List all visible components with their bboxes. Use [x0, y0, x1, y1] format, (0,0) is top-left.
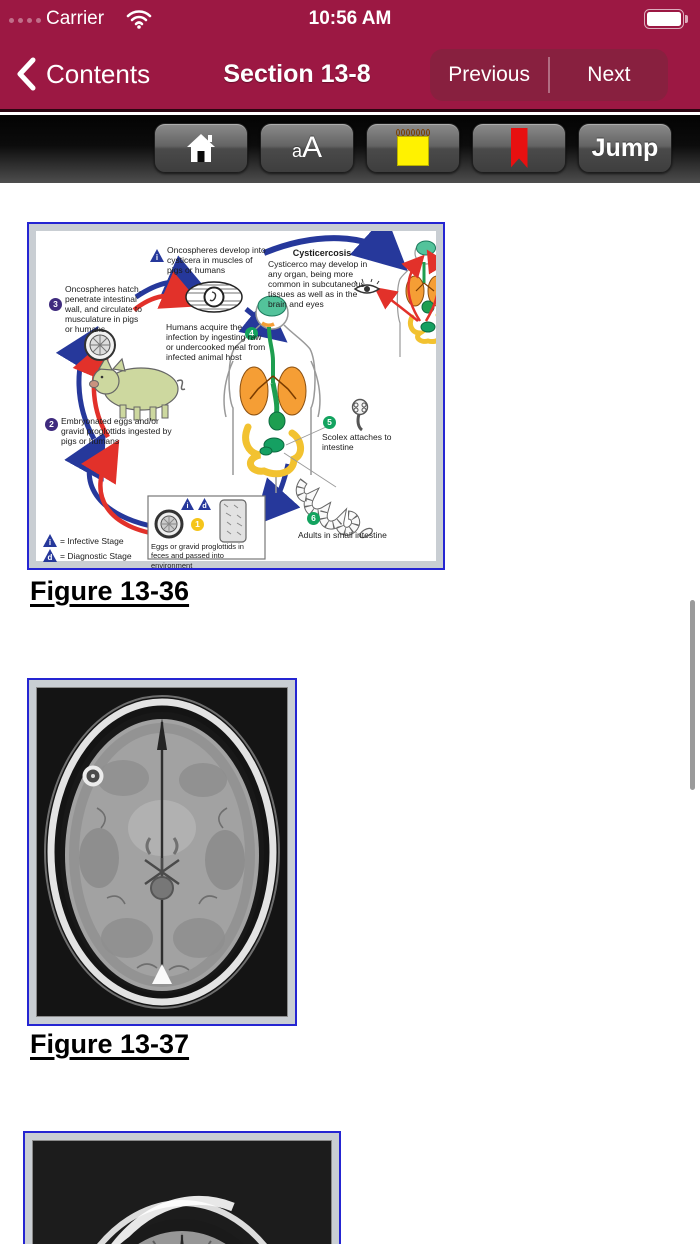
jump-button-label: Jump [591, 133, 659, 162]
back-button[interactable]: Contents [16, 57, 150, 91]
figure-13-36-caption[interactable]: Figure 13-36 [30, 576, 190, 606]
carrier-label: Carrier [46, 8, 105, 29]
navigation-bar: Contents Section 13-8 Previous Next [0, 40, 700, 112]
brain-mri-partial-image [32, 1140, 332, 1244]
step-4-marker: 4 [245, 327, 258, 340]
infective-note-text: Oncospheres develop into cysticera in mu… [167, 245, 266, 276]
prev-next-group: Previous Next [430, 49, 668, 101]
svg-text:i: i [186, 501, 188, 510]
diagnostic-stage-icon: d [43, 549, 57, 562]
home-button[interactable] [154, 123, 248, 173]
legend-infective-label: = Infective Stage [60, 536, 124, 546]
font-size-button[interactable]: aA [260, 123, 354, 173]
human-figure-cysticercosis [374, 240, 436, 357]
infective-stage-icon: i [181, 498, 194, 510]
step-1-marker: 1 [191, 518, 204, 531]
notepad-icon [396, 129, 430, 167]
human-figure-center [223, 295, 321, 493]
chevron-left-icon [17, 57, 36, 91]
eye-illustration [353, 278, 381, 294]
diagnostic-stage-icon: d [198, 498, 211, 510]
figure-13-37-caption[interactable]: Figure 13-37 [30, 1029, 190, 1059]
step-6-text: Adults in small intestine [298, 530, 387, 540]
brain-mri-image [36, 687, 288, 1017]
cysticercosis-text: Cysticerco may develop in any organ, bei… [268, 259, 368, 310]
scolex-illustration [351, 398, 369, 432]
life-cycle-illustration [55, 231, 436, 560]
home-icon [187, 134, 215, 162]
toolbar: aA Jump [0, 115, 700, 183]
cysticercosis-title: Cysticercosis [292, 248, 352, 258]
prev-next-divider [548, 57, 550, 93]
oncosphere-egg-illustration [84, 329, 116, 361]
step-1-text: Eggs or gravid proglottids in feces and … [151, 542, 244, 570]
wifi-icon [126, 10, 152, 29]
status-bar: Carrier 10:56 AM [0, 0, 700, 40]
svg-text:d: d [48, 553, 53, 562]
figure-13-38-image[interactable] [23, 1131, 341, 1244]
bookmark-button[interactable] [472, 123, 566, 173]
back-button-label: Contents [46, 58, 151, 89]
page-title: Section 13-8 [223, 60, 371, 88]
next-button[interactable]: Next [587, 63, 631, 86]
brain-mri-partial-illustration [33, 1141, 331, 1244]
step-3-text: Oncospheres hatch, penetrate intestinal … [65, 284, 143, 335]
step-5-marker: 5 [323, 416, 336, 429]
infective-stage-icon: i [150, 249, 164, 262]
step-4-text: Humans acquire the infection by ingestin… [166, 322, 266, 363]
svg-text:i: i [156, 253, 158, 262]
clock: 10:56 AM [308, 8, 392, 29]
legend-diagnostic-label: = Diagnostic Stage [60, 551, 132, 561]
life-cycle-diagram: i i d i d 1 2 3 4 5 6 [36, 231, 436, 570]
battery-icon [644, 9, 688, 29]
signal-dots-icon [9, 18, 41, 23]
step-2-text: Embryonated eggs and/or gravid proglotti… [61, 416, 172, 447]
step-3-marker: 3 [49, 298, 62, 311]
brain-mri-illustration [37, 688, 287, 1016]
previous-button[interactable]: Previous [448, 63, 530, 86]
jump-button[interactable]: Jump [578, 123, 672, 173]
bookmark-icon [510, 128, 528, 168]
adult-tapeworm-illustration [295, 478, 373, 539]
font-size-icon: aA [291, 131, 323, 164]
cysticercus-in-muscle-illustration [185, 281, 243, 313]
step-2-marker: 2 [45, 418, 58, 431]
infective-stage-icon: i [43, 534, 57, 547]
scrollbar[interactable] [690, 600, 695, 790]
pig-illustration [89, 355, 186, 421]
step-5-text: Scolex attaches to intestine [322, 432, 392, 453]
step-6-marker: 6 [307, 512, 320, 525]
svg-text:i: i [49, 538, 51, 547]
figure-13-36-image[interactable]: i i d i d 1 2 3 4 5 6 [27, 222, 445, 570]
notes-button[interactable] [366, 123, 460, 173]
svg-text:d: d [202, 501, 207, 510]
figure-13-37-image[interactable] [27, 678, 297, 1026]
